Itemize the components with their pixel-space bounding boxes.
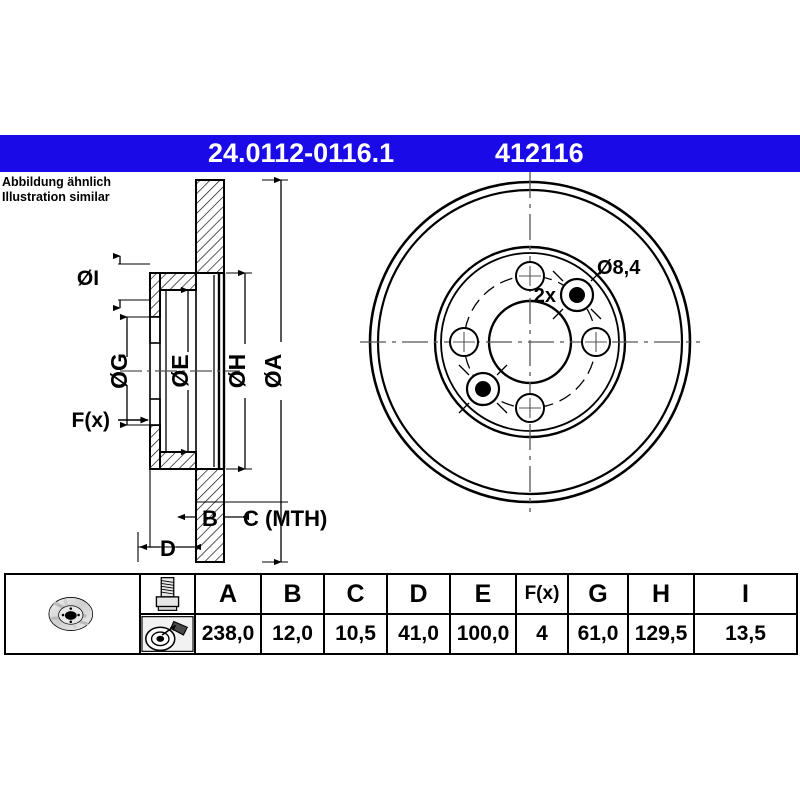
wheel-bolt-holes bbox=[449, 261, 611, 423]
note-line-en: Illustration similar bbox=[2, 190, 110, 204]
marked-hole bbox=[552, 270, 602, 320]
dimension-label-D: D bbox=[160, 536, 176, 561]
section-view: ØI ØG ØE bbox=[72, 176, 327, 566]
table-value-D: 41,0 bbox=[386, 613, 451, 655]
spec-table: A B C D E F(x) G H I bbox=[4, 573, 798, 655]
table-value-G: 61,0 bbox=[567, 613, 629, 655]
table-header-I: I bbox=[693, 573, 798, 615]
section-profile-lower bbox=[149, 424, 225, 563]
reference-number: 412116 bbox=[495, 138, 584, 168]
dimension-label-B: B bbox=[202, 506, 218, 531]
wheel-bolt-hole bbox=[515, 393, 545, 423]
table-header-E: E bbox=[449, 573, 517, 615]
wheel-bolt-hole bbox=[449, 327, 479, 357]
table-header-G: G bbox=[567, 573, 629, 615]
dimension-label-G: ØG bbox=[106, 353, 132, 389]
dimension-label-H: ØH bbox=[224, 354, 250, 389]
gauge-icon-cell bbox=[139, 613, 196, 655]
note-line-de: Abbildung ähnlich bbox=[2, 175, 112, 189]
dimension-G: ØG bbox=[106, 313, 152, 429]
table-header-Fx: F(x) bbox=[515, 573, 569, 615]
table-value-Fx: 4 bbox=[515, 613, 569, 655]
dimension-label-A: ØA bbox=[260, 354, 286, 389]
table-row-headers: A B C D E F(x) G H I bbox=[4, 573, 798, 655]
dimension-I: ØI bbox=[77, 252, 150, 312]
dimension-label-Fx: F(x) bbox=[72, 409, 111, 432]
dimension-D: D bbox=[137, 532, 202, 562]
table-value-I: 13,5 bbox=[693, 613, 798, 655]
dimension-label-E: ØE bbox=[167, 354, 193, 387]
illustration-note: Abbildung ähnlich Illustration similar bbox=[2, 175, 111, 205]
dimension-B: B bbox=[177, 506, 250, 531]
bolt-and-gauge-icon bbox=[141, 616, 194, 652]
dimension-label-I: ØI bbox=[77, 267, 99, 290]
hole-count-label: 2x bbox=[534, 285, 556, 307]
table-value-A: 238,0 bbox=[194, 613, 262, 655]
marked-hole bbox=[458, 364, 508, 414]
table-value-E: 100,0 bbox=[449, 613, 517, 655]
section-profile-upper bbox=[149, 179, 225, 318]
dimension-label-C: C (MTH) bbox=[243, 506, 327, 531]
table-value-H: 129,5 bbox=[627, 613, 695, 655]
table-header-B: B bbox=[260, 573, 325, 615]
hole-diameter-label: Ø8,4 bbox=[597, 257, 641, 279]
dimension-H: ØH bbox=[224, 269, 252, 473]
technical-drawing: ØI ØG ØE bbox=[72, 172, 700, 566]
brake-disc-icon-cell bbox=[4, 573, 141, 655]
part-number: 24.0112-0116.1 bbox=[208, 138, 395, 168]
header-band: 24.0112-0116.1 412116 bbox=[0, 135, 800, 172]
bolt-icon bbox=[155, 576, 180, 611]
wheel-bolt-hole bbox=[515, 261, 545, 291]
table-value-C: 10,5 bbox=[323, 613, 388, 655]
marked-holes bbox=[458, 270, 602, 414]
bolt-icon-cell bbox=[139, 573, 196, 615]
wheel-bolt-hole bbox=[581, 327, 611, 357]
table-value-B: 12,0 bbox=[260, 613, 325, 655]
hole-annotation: Ø8,4 2x bbox=[534, 257, 641, 307]
table-header-D: D bbox=[386, 573, 451, 615]
dimension-A: ØA bbox=[260, 176, 288, 566]
table-header-H: H bbox=[627, 573, 695, 615]
dimension-Fx: F(x) bbox=[72, 409, 149, 432]
table-row-values: 238,0 12,0 10,5 41,0 100,0 4 61,0 129,5 … bbox=[5, 613, 798, 655]
dimension-C: C (MTH) bbox=[243, 506, 327, 531]
thickness-extension-lines bbox=[149, 469, 288, 547]
table-header-C: C bbox=[323, 573, 388, 615]
face-view: Ø8,4 2x bbox=[360, 172, 700, 512]
table-header-A: A bbox=[194, 573, 262, 615]
dimension-E: ØE bbox=[167, 286, 196, 456]
brake-disc-icon bbox=[48, 597, 94, 631]
